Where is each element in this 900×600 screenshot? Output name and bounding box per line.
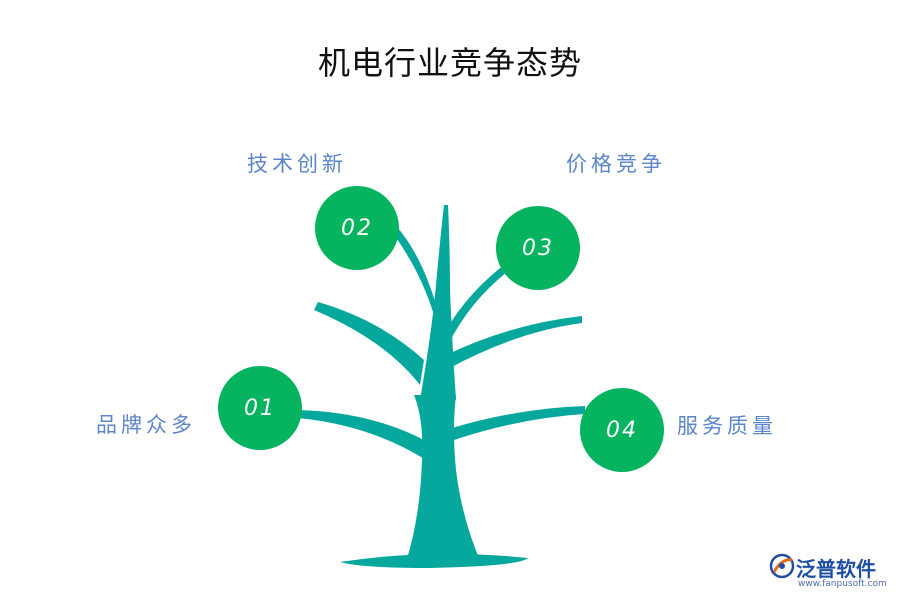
logo-url: www.fanpusoft.com: [798, 579, 887, 589]
node-03: 03: [496, 206, 580, 290]
branch-02: [392, 228, 440, 320]
node-02: 02: [315, 186, 399, 270]
tree-trunk: [405, 395, 482, 565]
branch-central: [420, 205, 456, 400]
caption-03: 价格竞争: [566, 152, 666, 176]
logo-name: 泛普软件: [796, 557, 876, 581]
caption-04: 服务质量: [677, 414, 777, 438]
node-02-number: 02: [341, 215, 373, 241]
branch-right-mid: [444, 316, 582, 370]
node-01: 01: [218, 366, 302, 450]
caption-01: 品牌众多: [96, 413, 196, 437]
fanpu-logo-icon: [769, 553, 795, 579]
branch-03: [446, 262, 512, 345]
brand-logo: 泛普软件 www.fanpusoft.com: [768, 550, 893, 594]
node-01-number: 01: [244, 395, 276, 421]
node-03-number: 03: [522, 235, 554, 261]
caption-02: 技术创新: [247, 152, 347, 176]
branch-04: [452, 406, 585, 440]
node-04-number: 04: [606, 417, 638, 443]
branch-01: [298, 410, 426, 460]
page-title: 机电行业竞争态势: [317, 44, 582, 82]
node-04: 04: [580, 388, 664, 472]
branch-left-mid: [314, 302, 424, 385]
